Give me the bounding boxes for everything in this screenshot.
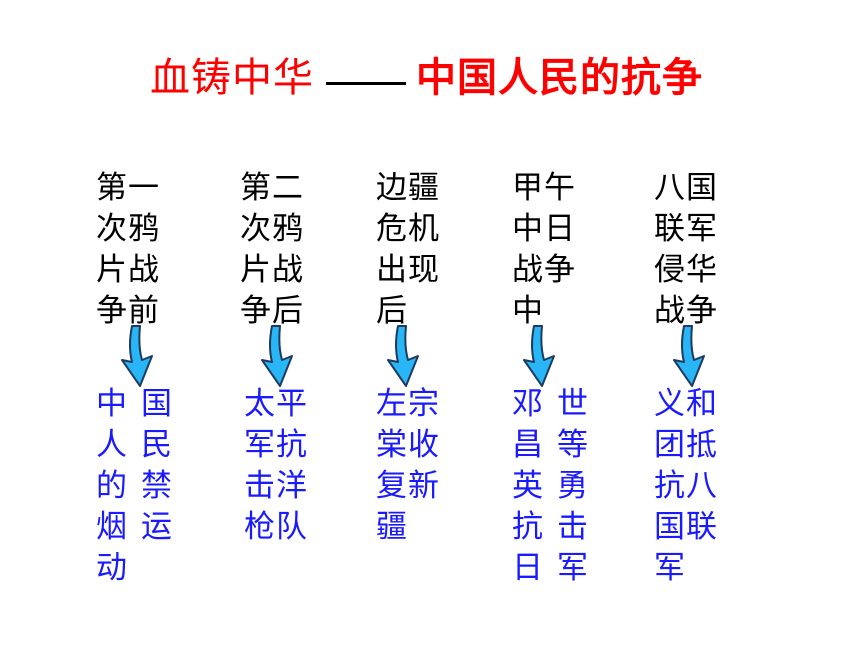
period-label: 甲午中日战争中 — [512, 170, 576, 329]
curved-down-arrow-icon — [387, 325, 419, 387]
period-label: 边疆危机出现后 — [376, 170, 440, 329]
title-dash — [326, 81, 406, 85]
period-label: 第二次鸦片战争后 — [240, 170, 304, 329]
event-label: 邓世昌等英勇抗击日军 — [512, 386, 602, 586]
curved-down-arrow-icon — [121, 325, 153, 387]
slide-title: 血铸中华 中国人民的抗争 — [150, 44, 703, 104]
curved-down-arrow-icon — [673, 325, 705, 387]
curved-down-arrow-icon — [523, 325, 555, 387]
period-label: 八国联军侵华战争 — [654, 170, 718, 329]
period-label: 第一次鸦片战争前 — [96, 170, 160, 329]
event-label: 义和团抵抗八国联军 — [654, 386, 718, 586]
title-main: 血铸中华 — [150, 55, 314, 101]
event-label: 中国人民的禁烟运动 — [96, 386, 186, 586]
title-subtitle: 中国人民的抗争 — [416, 55, 703, 101]
curved-down-arrow-icon — [261, 325, 293, 387]
event-label: 太平军抗击洋枪队 — [244, 386, 308, 545]
event-label: 左宗棠收复新疆 — [376, 386, 440, 545]
